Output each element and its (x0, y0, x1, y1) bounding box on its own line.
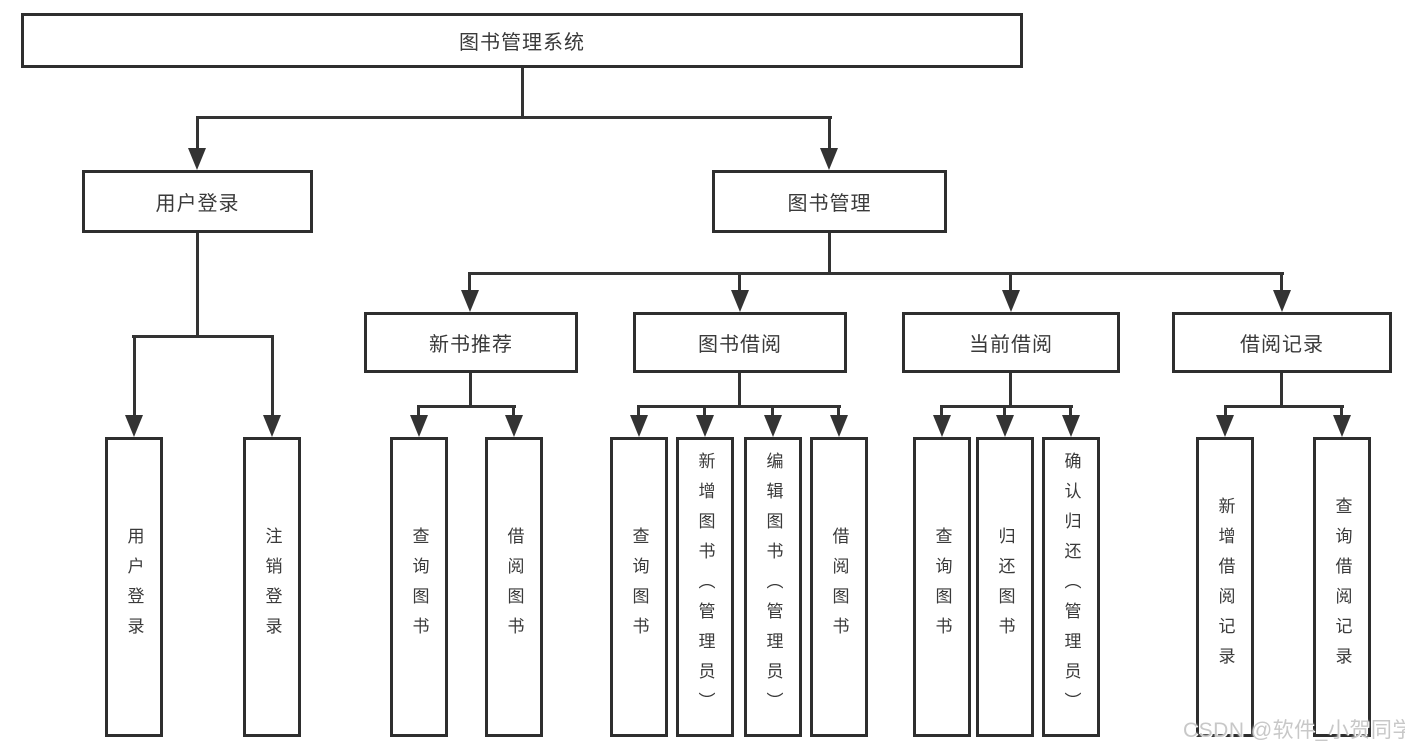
connector-line (196, 233, 199, 335)
node-label: 用户登录 (124, 527, 144, 647)
node-label: 注销登录 (262, 527, 282, 647)
node-book-borrow: 图书借阅 (633, 312, 847, 373)
connector-line (417, 405, 516, 408)
arrowhead (630, 415, 648, 437)
connector-line (828, 116, 831, 152)
node-user-login: 用户登录 (105, 437, 163, 737)
node-logout: 注销登录 (243, 437, 301, 737)
node-borrow-edit-book-admin: 编辑图书（管理员） (744, 437, 802, 737)
node-label: 用户登录 (155, 193, 240, 215)
node-new-book-recommend: 新书推荐 (364, 312, 578, 373)
connector-line (1280, 373, 1283, 405)
node-newbook-borrow-book: 借阅图书 (485, 437, 543, 737)
node-label: 借阅记录 (1240, 334, 1324, 356)
connector-line (196, 116, 832, 119)
arrowhead (830, 415, 848, 437)
arrowhead (1273, 290, 1291, 312)
connector-line (637, 405, 640, 417)
node-label: 确认归还（管理员） (1061, 452, 1081, 722)
connector-line (1003, 405, 1006, 417)
arrowhead (731, 290, 749, 312)
node-records-add-record: 新增借阅记录 (1196, 437, 1254, 737)
arrowhead (125, 415, 143, 437)
connector-line (771, 405, 774, 417)
connector-line (1009, 272, 1012, 292)
node-label: 新书推荐 (429, 334, 513, 356)
node-newbook-query-book: 查询图书 (390, 437, 448, 737)
node-borrow-add-book-admin: 新增图书（管理员） (676, 437, 734, 737)
node-current-query-book: 查询图书 (913, 437, 971, 737)
arrowhead (996, 415, 1014, 437)
node-book-management-branch: 图书管理 (712, 170, 947, 233)
arrowhead (1062, 415, 1080, 437)
connector-line (521, 68, 524, 116)
arrowhead (1216, 415, 1234, 437)
node-user-login-branch: 用户登录 (82, 170, 313, 233)
connector-line (468, 272, 1284, 275)
node-label: 图书借阅 (698, 334, 782, 356)
node-label: 查询借阅记录 (1332, 497, 1352, 677)
node-label: 新增图书（管理员） (695, 452, 715, 722)
node-current-return-book: 归还图书 (976, 437, 1034, 737)
node-root-label: 图书管理系统 (459, 32, 585, 54)
arrowhead (263, 415, 281, 437)
connector-line (196, 116, 199, 152)
node-current-confirm-return-admin: 确认归还（管理员） (1042, 437, 1100, 737)
connector-line (512, 405, 515, 417)
node-borrow-records: 借阅记录 (1172, 312, 1392, 373)
arrowhead (410, 415, 428, 437)
node-borrow-borrow-book: 借阅图书 (810, 437, 868, 737)
connector-line (132, 335, 274, 338)
connector-line (1340, 405, 1343, 417)
connector-line (837, 405, 840, 417)
connector-line (271, 335, 274, 417)
node-label: 新增借阅记录 (1215, 497, 1235, 677)
node-label: 查询图书 (629, 527, 649, 647)
arrowhead (820, 148, 838, 170)
arrowhead (764, 415, 782, 437)
connector-line (1224, 405, 1227, 417)
connector-line (1069, 405, 1072, 417)
connector-line (828, 233, 831, 272)
connector-line (1280, 272, 1283, 292)
connector-line (133, 335, 136, 417)
connector-line (940, 405, 943, 417)
connector-line (468, 272, 471, 292)
node-root: 图书管理系统 (21, 13, 1023, 68)
arrowhead (1333, 415, 1351, 437)
node-current-borrow: 当前借阅 (902, 312, 1120, 373)
arrowhead (461, 290, 479, 312)
node-label: 当前借阅 (969, 334, 1053, 356)
connector-line (1224, 405, 1344, 408)
arrowhead (188, 148, 206, 170)
node-label: 借阅图书 (829, 527, 849, 647)
connector-line (417, 405, 420, 417)
connector-line (738, 373, 741, 405)
node-borrow-query-book: 查询图书 (610, 437, 668, 737)
arrowhead (696, 415, 714, 437)
connector-line (703, 405, 706, 417)
node-label: 编辑图书（管理员） (763, 452, 783, 722)
connector-line (738, 272, 741, 292)
node-label: 归还图书 (995, 527, 1015, 647)
arrowhead (933, 415, 951, 437)
node-label: 借阅图书 (504, 527, 524, 647)
watermark: CSDN @软件_小贺同学 (1183, 719, 1405, 742)
connector-line (940, 405, 1073, 408)
node-records-query-record: 查询借阅记录 (1313, 437, 1371, 737)
arrowhead (1002, 290, 1020, 312)
node-label: 查询图书 (409, 527, 429, 647)
arrowhead (505, 415, 523, 437)
node-label: 图书管理 (787, 193, 872, 215)
connector-line (1009, 373, 1012, 405)
connector-line (469, 373, 472, 405)
node-label: 查询图书 (932, 527, 952, 647)
connector-line (637, 405, 841, 408)
